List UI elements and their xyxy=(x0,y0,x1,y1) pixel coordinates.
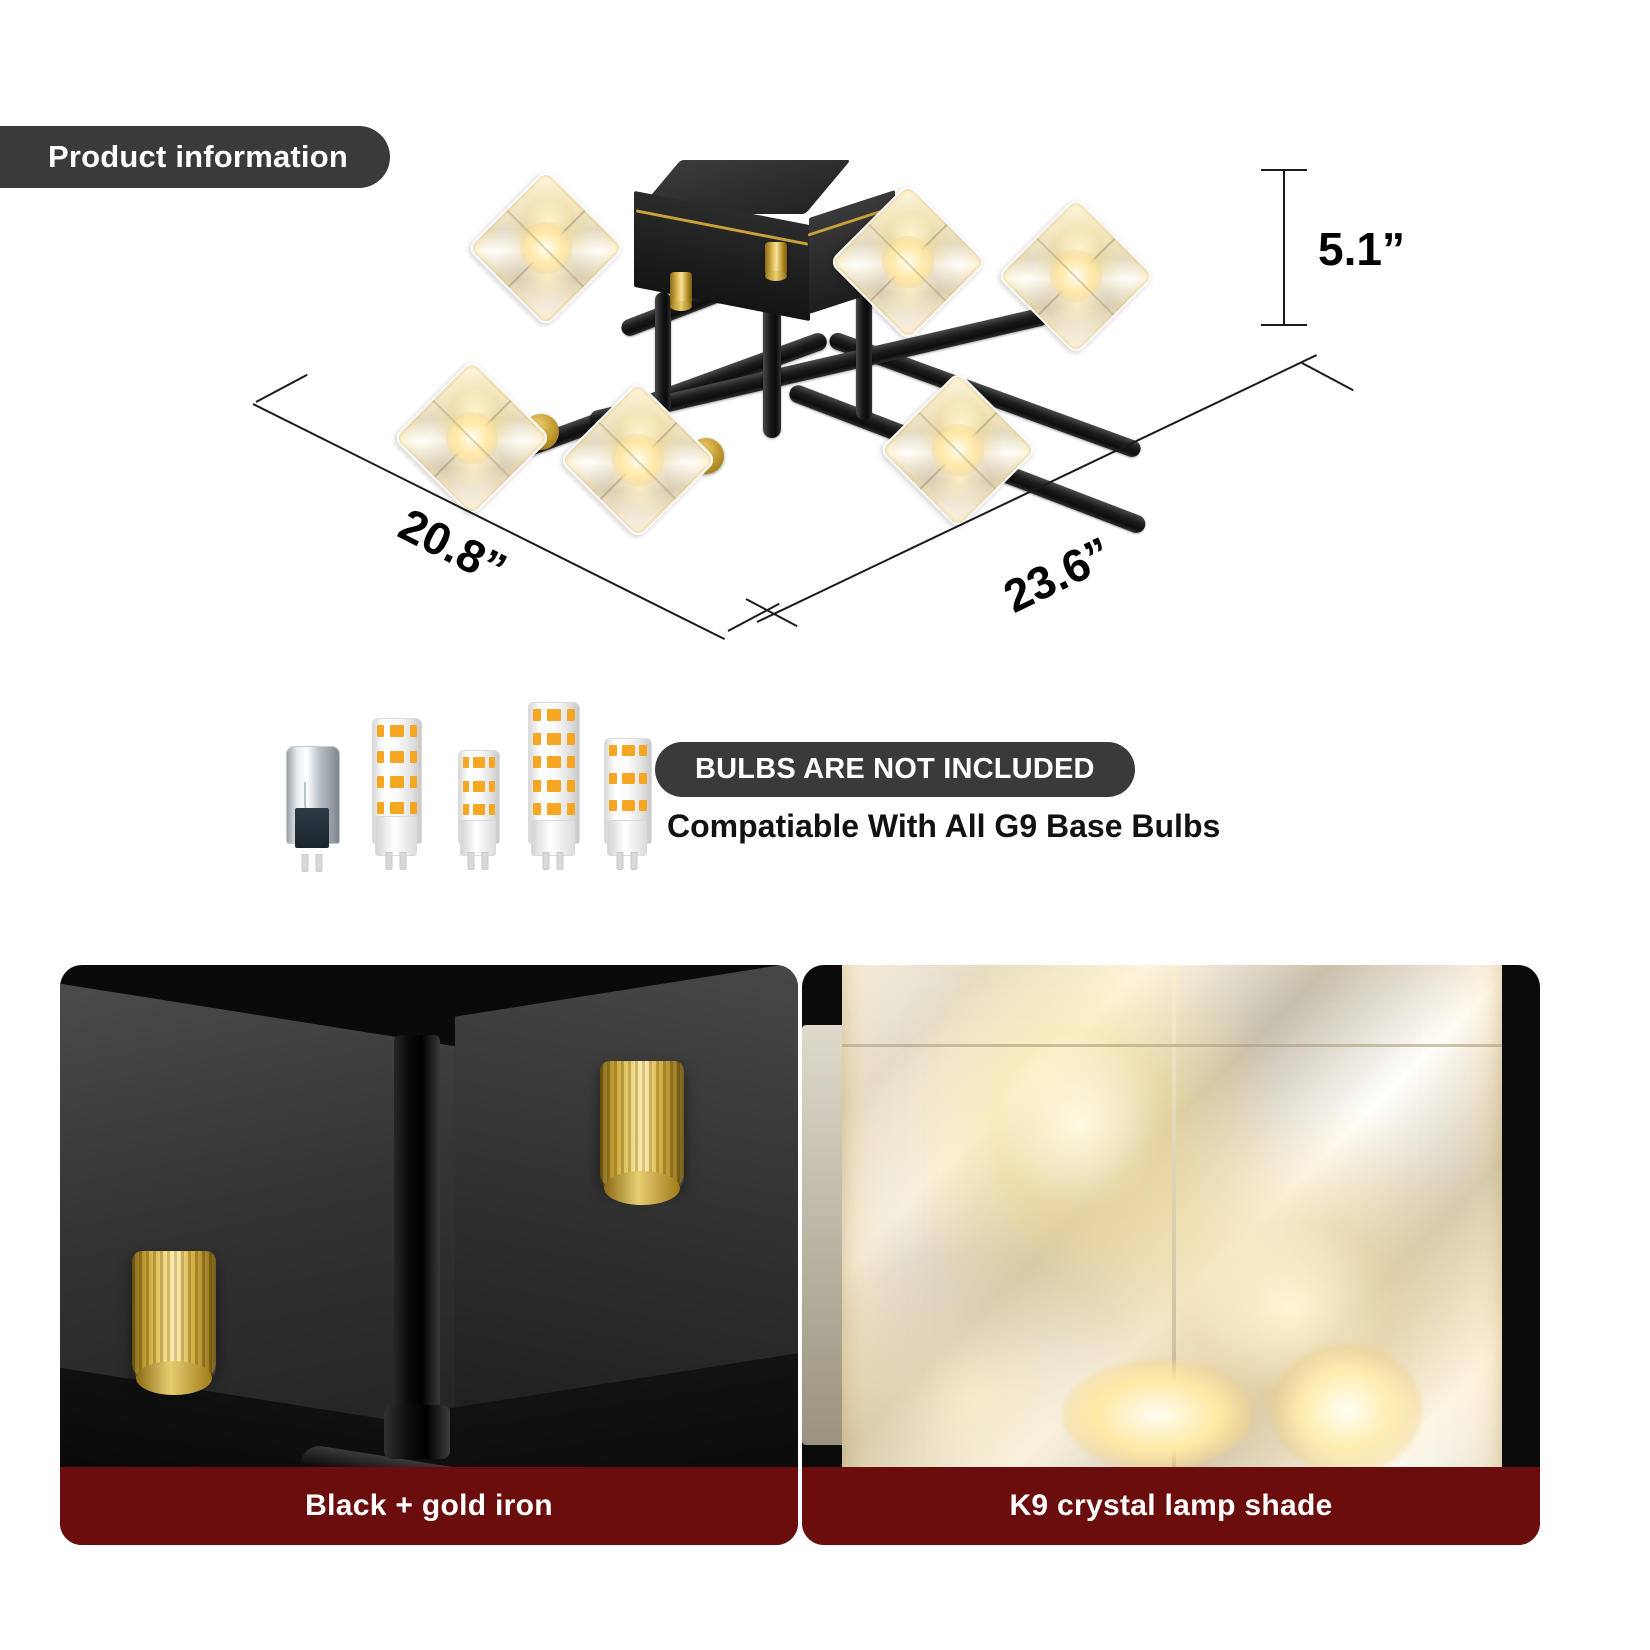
photo-caption-left: Black + gold iron xyxy=(60,1467,798,1545)
chandelier-product-illustration xyxy=(230,150,1350,640)
crystal-inner-glow xyxy=(435,401,509,475)
led-chip-row xyxy=(533,803,575,816)
iron-stem xyxy=(394,1035,440,1435)
bulb-compatibility-text: Compatiable With All G9 Base Bulbs xyxy=(667,808,1221,844)
g9-halogen-capsule-bulb xyxy=(286,710,340,872)
bulbs-not-included-badge: BULBS ARE NOT INCLUDED xyxy=(655,742,1135,797)
photo-caption-right: K9 crystal lamp shade xyxy=(802,1467,1540,1545)
g9-led-corn-bulb-small xyxy=(458,722,500,870)
g9-pin xyxy=(556,852,564,870)
g9-base-pins xyxy=(385,852,407,870)
finial-ribbing xyxy=(132,1251,216,1379)
g9-bulb-base xyxy=(375,816,417,856)
g9-pin xyxy=(315,854,323,872)
adjacent-crystal-edge xyxy=(802,1025,848,1445)
crystal-inner-glow xyxy=(921,413,995,487)
product-information-badge: Product information xyxy=(0,126,391,188)
crystal-shade-top-left xyxy=(466,168,626,328)
g9-bulb-base xyxy=(531,820,575,856)
height-dimension-tick-top xyxy=(1261,169,1307,171)
g9-led-corn-bulb-flat xyxy=(604,718,652,870)
crystal-inner-glow xyxy=(1039,239,1113,313)
gold-finial-left xyxy=(132,1251,216,1395)
g9-pin xyxy=(616,852,624,870)
led-chip-row xyxy=(609,772,647,784)
fixture-stem-left xyxy=(655,292,671,412)
led-chip-row xyxy=(463,757,495,768)
g9-base-pins xyxy=(542,852,564,870)
led-chip-row xyxy=(533,756,575,769)
g9-bulb-lineup xyxy=(286,690,652,872)
g9-pin xyxy=(542,852,550,870)
crystal-inner-glow xyxy=(871,225,945,299)
crystal-shade-top-right xyxy=(996,196,1156,356)
crystal-shade-bottom-left xyxy=(392,358,552,518)
iron-stem-collar xyxy=(384,1405,450,1459)
gold-finial-right xyxy=(600,1061,684,1205)
g9-pin xyxy=(481,852,489,870)
detail-photo-k9-crystal-shade: K9 crystal lamp shade xyxy=(802,965,1540,1545)
crystal-inner-glow xyxy=(509,211,583,285)
g9-pin xyxy=(301,854,309,872)
height-dimension-label: 5.1” xyxy=(1318,223,1405,275)
led-chip-row xyxy=(463,804,495,816)
detail-photo-black-gold-iron: Black + gold iron xyxy=(60,965,798,1545)
g9-led-corn-bulb-frosted-tall xyxy=(372,690,422,870)
g9-pin xyxy=(467,852,475,870)
led-chip-row xyxy=(609,745,647,756)
bulb-hotspot xyxy=(1062,1360,1252,1470)
bulb-hotspot xyxy=(1272,1345,1422,1475)
halogen-base-label xyxy=(295,808,329,848)
g9-led-corn-bulb-clear-tall xyxy=(528,684,580,870)
g9-bulb-base xyxy=(460,820,496,856)
crystal-inner-glow xyxy=(601,423,675,497)
height-dimension-tick-bottom xyxy=(1261,324,1307,326)
led-chip-row xyxy=(609,800,647,812)
fixture-stem-right xyxy=(856,280,872,420)
g9-base-pins xyxy=(616,852,638,870)
crystal-shade-bottom-right xyxy=(878,370,1038,530)
g9-pin xyxy=(399,852,407,870)
led-chip-row xyxy=(377,725,417,737)
g9-pin xyxy=(630,852,638,870)
canopy-finial-left xyxy=(670,272,692,311)
g9-pin xyxy=(385,852,393,870)
g9-bulb-base xyxy=(607,820,647,856)
led-chip-row xyxy=(533,709,575,721)
finial-ribbing xyxy=(600,1061,684,1189)
g9-base-pins xyxy=(467,852,489,870)
g9-base-pins xyxy=(301,854,323,872)
led-chip-row xyxy=(377,750,417,763)
led-chip-grid xyxy=(377,725,417,839)
canopy-finial-right xyxy=(765,242,787,281)
led-chip-row xyxy=(463,780,495,792)
led-chip-row xyxy=(377,801,417,814)
led-chip-row xyxy=(533,779,575,792)
led-chip-row xyxy=(377,776,417,788)
led-chip-row xyxy=(533,732,575,745)
height-dimension-line xyxy=(1283,170,1285,325)
